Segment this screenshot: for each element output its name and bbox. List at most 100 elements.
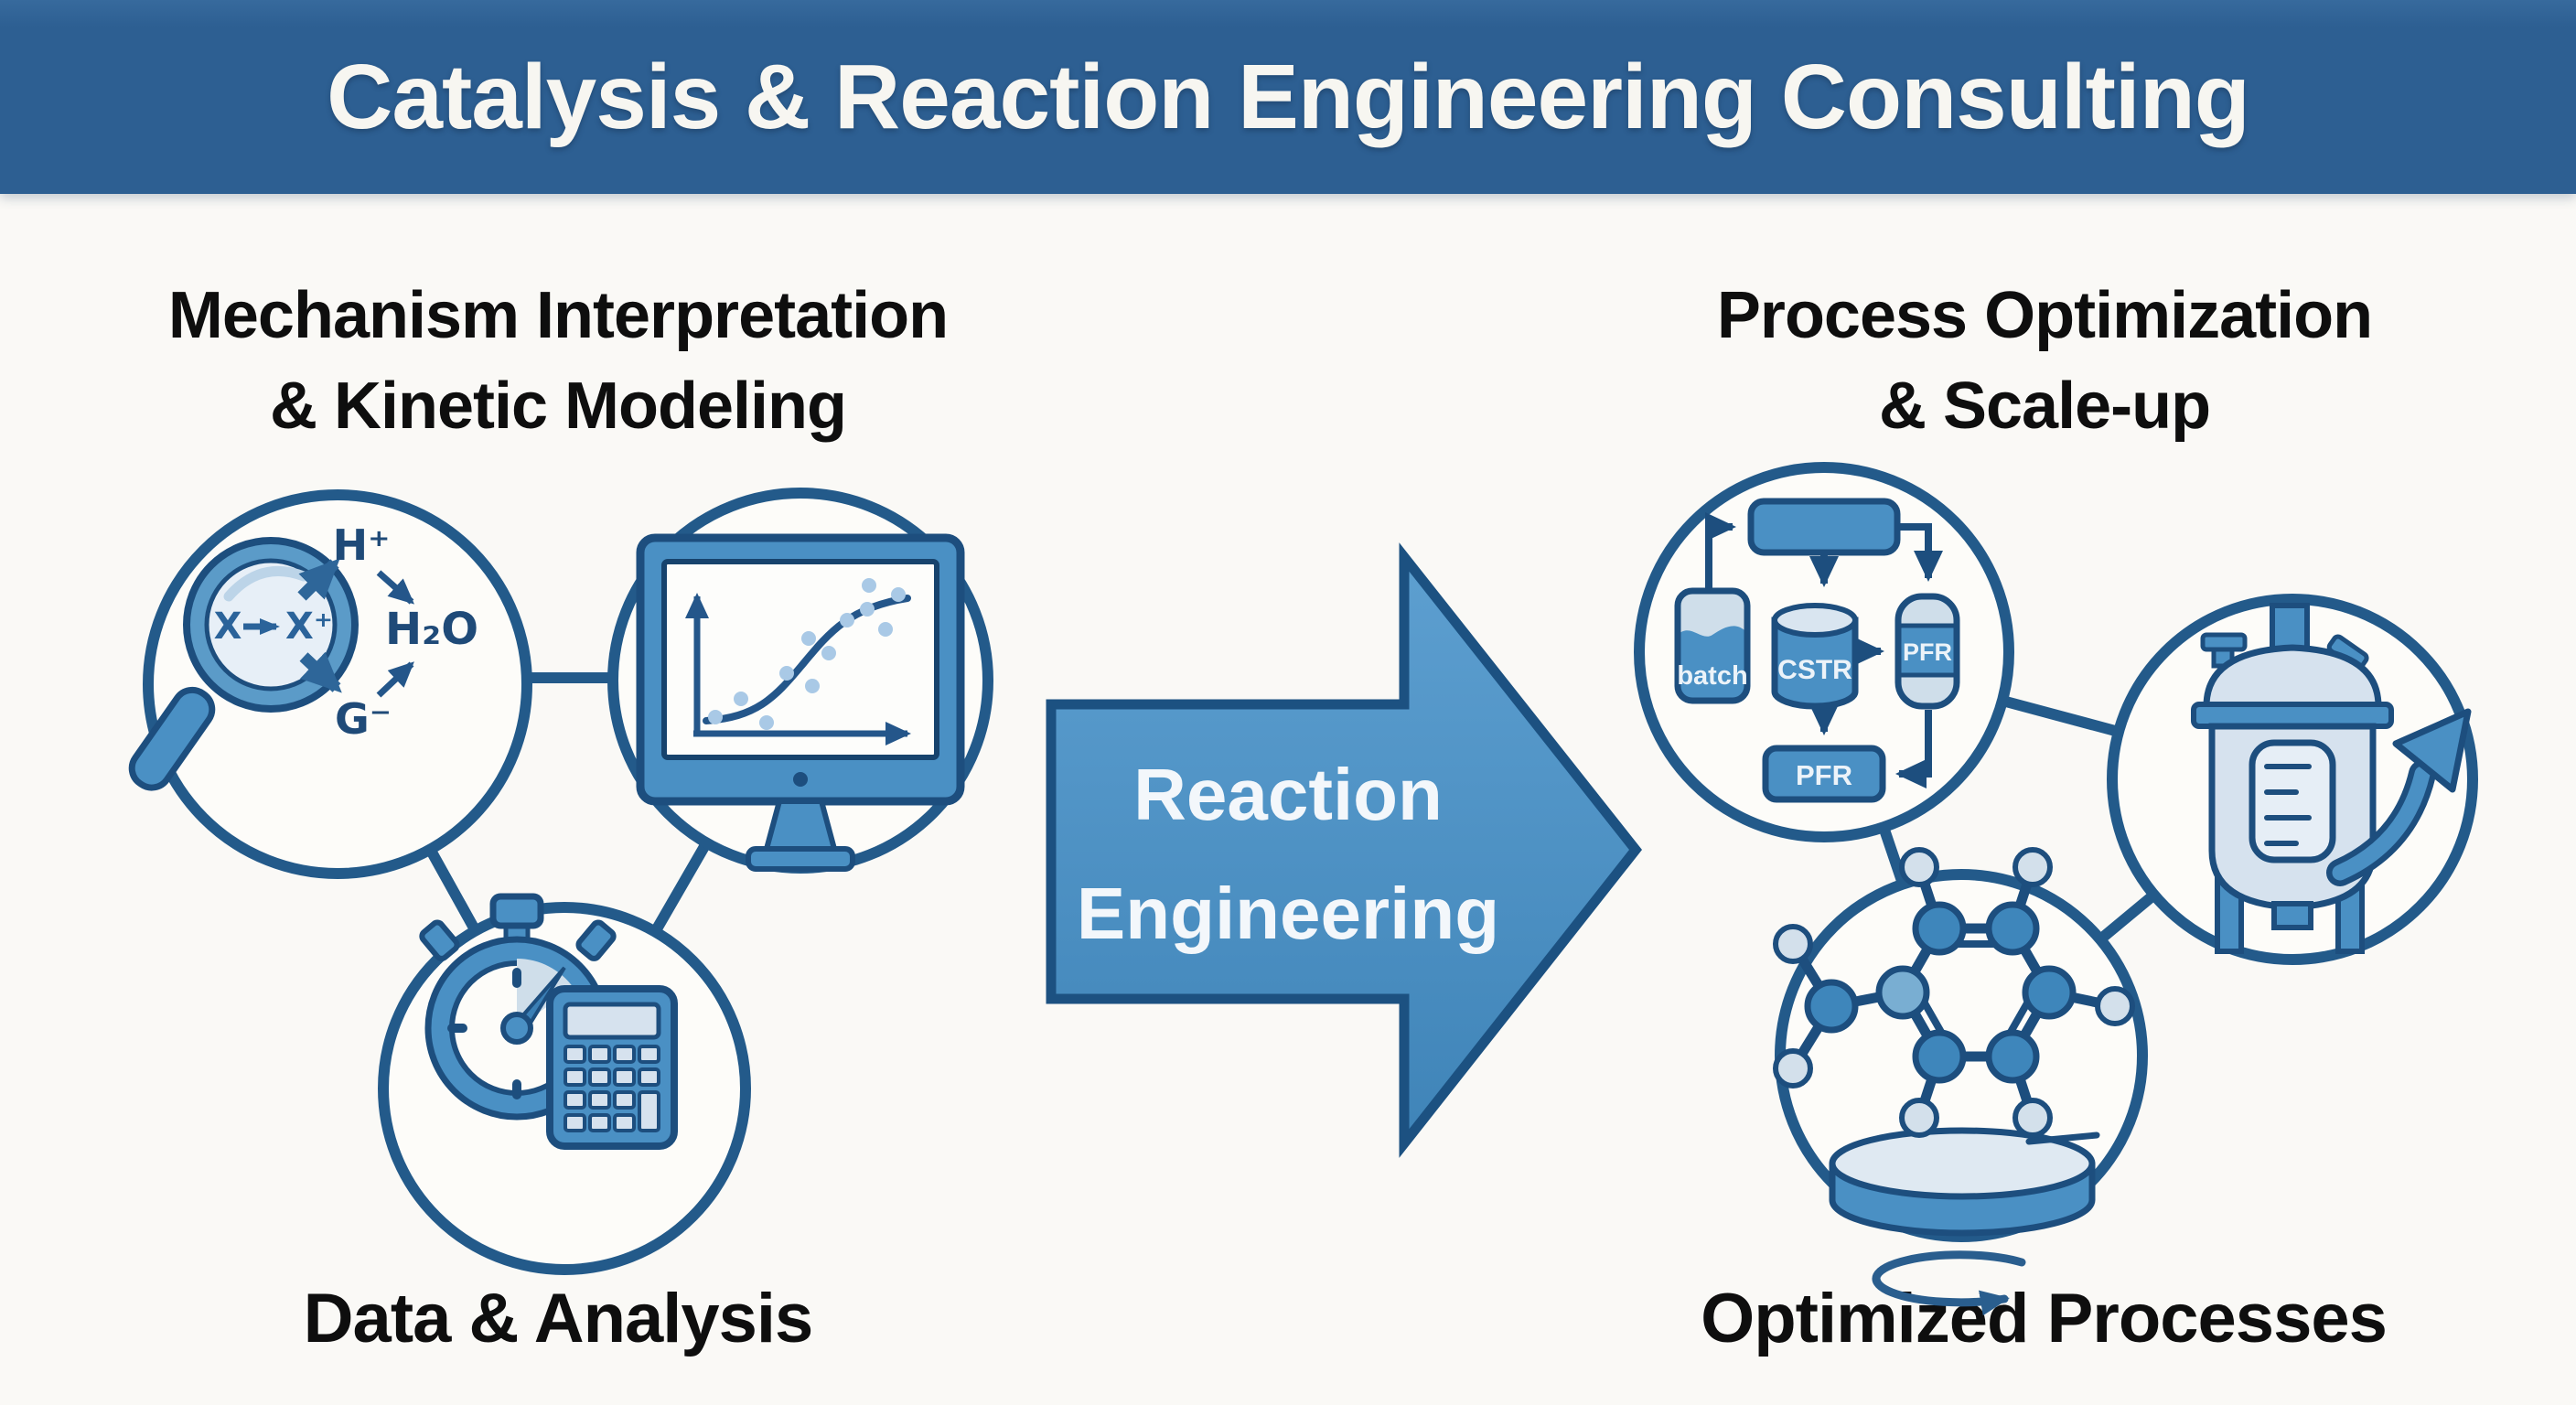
- pfr-vessel: PFR: [1894, 593, 1960, 710]
- calc-key-tall: [638, 1090, 660, 1132]
- left-heading-line2: & Kinetic Modeling: [270, 370, 847, 443]
- calc-key: [613, 1090, 636, 1110]
- molecule-h-atoms: [1773, 847, 2135, 1138]
- cstr-body: [1771, 617, 1859, 710]
- pfr-band: [1898, 626, 1957, 675]
- atom: [1985, 901, 2040, 956]
- right-heading-line2: & Scale-up: [1878, 370, 2211, 443]
- chart-dot: [801, 631, 816, 646]
- connector-line: [649, 841, 712, 935]
- scaleup-reactor-icon: [2191, 603, 2394, 954]
- pfr-bottom-label: PFR: [1796, 759, 1852, 791]
- tick-6: [512, 1079, 521, 1099]
- h-atom: [2012, 1098, 2053, 1138]
- calc-key: [613, 1045, 636, 1064]
- connector-line: [2001, 695, 2120, 737]
- arrow-shape: [1046, 542, 1643, 1158]
- data-analysis-circle: [378, 893, 751, 1275]
- pfr-side-label: PFR: [1903, 638, 1952, 666]
- batch-outline: [1674, 587, 1751, 704]
- atom: [1985, 1029, 2040, 1084]
- species-from-label: X: [214, 606, 242, 648]
- connector-lines: [424, 672, 2158, 944]
- calc-key: [613, 1067, 636, 1087]
- connector-line: [1878, 825, 1908, 885]
- chart-dot: [779, 666, 794, 681]
- calc-key: [588, 1045, 611, 1064]
- calc-key: [588, 1113, 611, 1132]
- scaleup-reactor-circle: [2107, 594, 2478, 965]
- batch-vessel: batch: [1674, 587, 1751, 704]
- flow-arrow-pfr-to-bottom: [1895, 710, 1932, 788]
- calc-key: [613, 1113, 636, 1132]
- magnifier-handle: [128, 686, 216, 791]
- chart-dot: [860, 602, 875, 617]
- stopwatch-crown: [489, 893, 544, 929]
- calc-key: [638, 1045, 660, 1064]
- chart-data-points: [708, 578, 906, 730]
- molecule-icon: [1773, 847, 2135, 1138]
- glass-highlight: [223, 565, 309, 602]
- optimized-processes-caption: Optimized Processes: [1701, 1280, 2388, 1357]
- connector-line: [2097, 890, 2158, 944]
- atom: [1875, 965, 1930, 1020]
- arrow-hplus-to-h2o: [376, 570, 414, 605]
- disc-top: [1829, 1127, 2096, 1200]
- flow-arrow-batch-to-top: [1705, 512, 1736, 591]
- batch-label: batch: [1677, 661, 1747, 691]
- product-top-label: H⁺: [333, 520, 391, 570]
- calc-key: [564, 1113, 586, 1132]
- h-atom: [1773, 1048, 1813, 1089]
- page-title: Catalysis & Reaction Engineering Consult…: [327, 45, 2250, 148]
- arrow-gminus-to-h2o: [376, 661, 414, 698]
- left-section-heading: Mechanism Interpretation & Kinetic Model…: [101, 271, 1015, 452]
- calc-key: [588, 1090, 611, 1110]
- mechanism-circle: X X⁺ H⁺ H₂O G⁻: [128, 489, 532, 879]
- growth-arrow-shaft: [2332, 766, 2431, 881]
- reactor-dome: [2203, 644, 2382, 710]
- chart-dot: [840, 613, 854, 627]
- cstr-label: CSTR: [1777, 655, 1852, 685]
- arrow-label-line2: Engineering: [1077, 873, 1499, 954]
- product-bottom-label: G⁻: [335, 694, 392, 744]
- chart-dot: [891, 587, 906, 602]
- tick-12: [512, 968, 521, 988]
- reactor-flange: [2191, 702, 2394, 729]
- stopwatch-button-left: [419, 919, 460, 961]
- chart-dot: [759, 715, 774, 730]
- stopwatch-button-right: [575, 919, 617, 961]
- reactor-bottom-nozzle: [2271, 901, 2313, 930]
- branch-arrow-up: [297, 558, 340, 601]
- branch-arrow-down: [299, 651, 342, 693]
- catalyst-disc-icon: [1829, 1127, 2100, 1237]
- calc-key: [564, 1067, 586, 1087]
- monitor-camera-dot: [793, 772, 808, 787]
- pfr-outline: [1894, 593, 1960, 710]
- species-to-label: X⁺: [285, 606, 333, 648]
- chart-dot: [805, 679, 820, 693]
- sight-glass-ticks: [2264, 764, 2312, 846]
- right-section-heading: Process Optimization & Scale-up: [1587, 271, 2502, 452]
- right-heading-line1: Process Optimization: [1716, 279, 2373, 352]
- calc-key: [638, 1067, 660, 1087]
- reactor-sight-glass: [2249, 739, 2336, 863]
- cstr-vessel: CSTR: [1771, 603, 1859, 710]
- h-atom: [1899, 847, 1939, 887]
- h-atom: [2095, 986, 2135, 1026]
- calc-key: [564, 1045, 586, 1064]
- reaction-engineering-arrow: Reaction Engineering: [1046, 542, 1643, 1158]
- calculator-keypad: [564, 1045, 660, 1132]
- title-banner: Catalysis & Reaction Engineering Consult…: [0, 0, 2576, 194]
- tick-9: [447, 1024, 467, 1033]
- atom: [1912, 1029, 1967, 1084]
- flowchart-icon: batch CSTR PFR: [1674, 498, 1960, 803]
- monitor-stand: [763, 799, 838, 852]
- growth-arrow-icon: [2326, 708, 2472, 886]
- product-mid-label: H₂O: [385, 604, 478, 655]
- cstr-top: [1772, 603, 1858, 638]
- chart-dot: [821, 646, 836, 660]
- monitor-base: [746, 846, 855, 872]
- left-heading-line1: Mechanism Interpretation: [167, 279, 949, 352]
